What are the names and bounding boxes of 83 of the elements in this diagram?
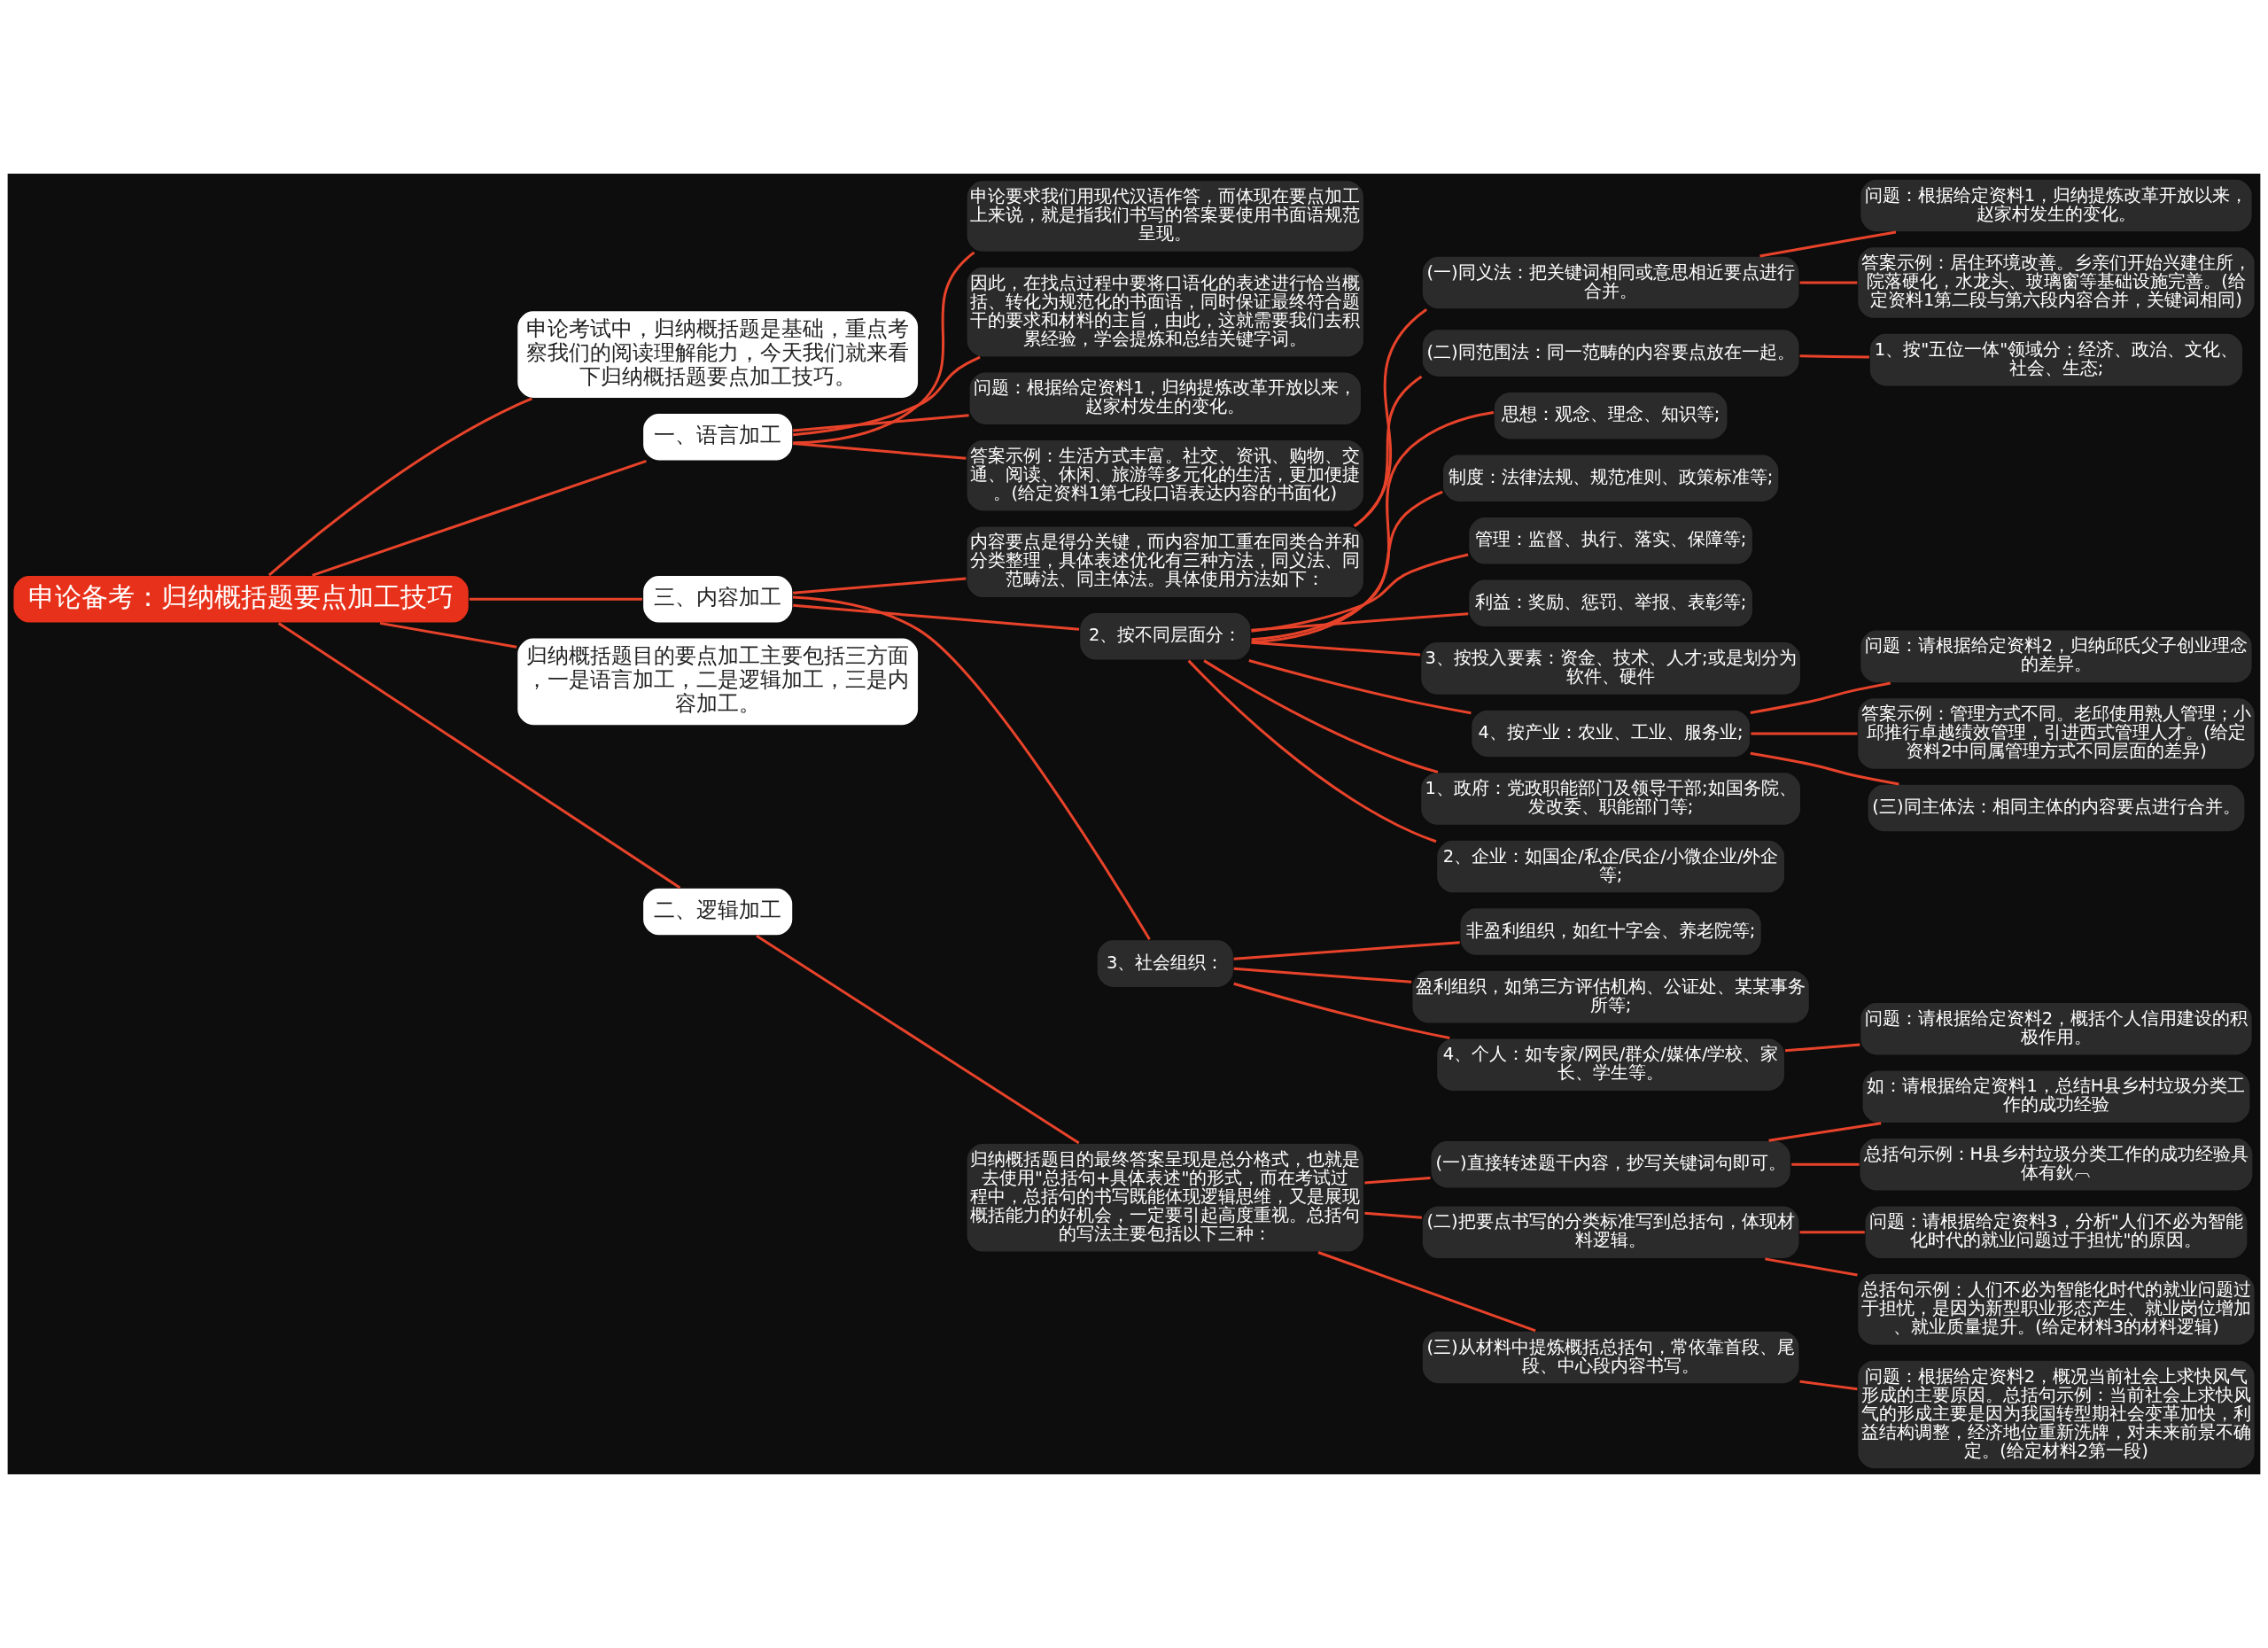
connector bbox=[793, 441, 967, 460]
connector bbox=[1317, 1251, 1536, 1333]
node-box: 4、按产业：农业、工业、服务业; bbox=[1470, 709, 1751, 758]
node-box: 1、政府：党政职能部门及领导干部;如国务院、发改委、职能部门等; bbox=[1419, 771, 1802, 827]
connector bbox=[1768, 1122, 1882, 1142]
connector bbox=[1799, 1231, 1865, 1234]
connector bbox=[1751, 732, 1858, 735]
node-box: (一)直接转述题干内容，抄写关键词句即可。 bbox=[1430, 1139, 1792, 1190]
connector bbox=[1765, 1257, 1858, 1277]
connector bbox=[1750, 681, 1891, 714]
connector bbox=[1784, 1043, 1860, 1053]
node-box: 问题：根据给定资料1，归纳提炼改革开放以来，赵家村发生的变化。 bbox=[968, 370, 1363, 426]
connector bbox=[1251, 553, 1469, 633]
node-box: 答案示例：管理方式不同。老邱使用熟人管理；小邱推行卓越绩效管理，引进西式管理人才。(给定资料2中同属管理方式不同层面的差异) bbox=[1856, 696, 2256, 771]
node-box: 4、个人：如专家/网民/群众/媒体/学校、家长、学生等。 bbox=[1435, 1037, 1786, 1092]
node-box: 制度：法律法规、规范准则、政策标准等; bbox=[1441, 453, 1780, 503]
node-box: 因此，在找点过程中要将口语化的表述进行恰当概括、转化为规范化的书面语，同时保证最终符合题干的要求和材料的主旨，由此，这就需要我们去积累经验，学会提炼和总结关键字词。 bbox=[966, 266, 1365, 358]
node-box: 3、按投入要素：资金、技术、人才;或是划分为软件、硬件 bbox=[1419, 641, 1802, 696]
node-box: 二、逻辑加工 bbox=[641, 887, 794, 937]
connector bbox=[277, 622, 681, 890]
connector bbox=[792, 595, 1151, 941]
connector bbox=[1354, 308, 1428, 527]
node-box: 问题：请根据给定资料2，概括个人信用建设的积极作用。 bbox=[1859, 1001, 2254, 1056]
connector bbox=[1759, 230, 1897, 258]
node-box: 非盈利组织，如红十字会、养老院等; bbox=[1459, 906, 1763, 957]
node-box: (一)同义法：把关键词相同或意思相近要点进行合并。 bbox=[1421, 255, 1800, 310]
node-box: 2、企业：如国企/私企/民企/小微企业/外企等; bbox=[1435, 839, 1786, 894]
connector bbox=[1251, 612, 1469, 632]
connector bbox=[1364, 1176, 1431, 1185]
connector bbox=[756, 935, 1080, 1145]
connector bbox=[1353, 375, 1423, 527]
node-box: 盈利组织，如第三方评估机构、公证处、某某事务所等; bbox=[1410, 969, 1811, 1024]
node-box: 1、按"五位一体"领域分：经济、政治、文化、社会、生态; bbox=[1868, 332, 2244, 387]
node-box: 申论考试中，归纳概括题是基础，重点考察我们的阅读理解能力，今天我们就来看下归纳概括题要点加工技巧。 bbox=[516, 309, 920, 400]
node-box: 问题：请根据给定资料3，分析"人们不必为智能化时代的就业问题过于担忧"的原因。 bbox=[1864, 1205, 2249, 1260]
connector bbox=[793, 414, 969, 432]
node-box: 2、按不同层面分： bbox=[1078, 611, 1252, 662]
connector bbox=[1248, 659, 1472, 715]
connector bbox=[379, 621, 517, 649]
node-box: 问题：请根据给定资料2，归纳邱氏父子创业理念的差异。 bbox=[1859, 629, 2254, 684]
connector bbox=[1364, 1211, 1422, 1219]
connector bbox=[1233, 941, 1460, 960]
connector bbox=[793, 603, 1080, 631]
connector bbox=[1251, 410, 1495, 644]
node-box: 申论要求我们用现代汉语作答，而体现在要点加工上来说，就是指我们书写的答案要使用书面语规范呈现。 bbox=[966, 179, 1365, 253]
connector bbox=[1187, 659, 1437, 843]
node-box: 答案示例：居住环境改善。乡亲们开始兴建住所，院落硬化，水龙头、玻璃窗等基础设施完善。(给定资料1第二段与第六段内容合并，关键词相同) bbox=[1856, 245, 2256, 320]
connector bbox=[1799, 1380, 1858, 1391]
connector bbox=[1791, 1162, 1860, 1166]
node-box: 答案示例：生活方式丰富。社交、资讯、购物、交通、阅读、休闲、旅游等多元化的生活，更加便捷。(给定资料1第七段口语表达内容的书面化) bbox=[966, 439, 1365, 512]
node-box: (三)从材料中提炼概括总括句，常依靠首段、尾段、中心段内容书写。 bbox=[1421, 1330, 1800, 1385]
node-box: 总括句示例：人们不必为智能化时代的就业问题过于担忧，是因为新型职业形态产生、就业岗位增加、就业质量提升。(给定材料3的材料逻辑) bbox=[1856, 1272, 2256, 1347]
node-box: 归纳概括题目的最终答案呈现是总分格式，也就是去使用"总括句+具体表述"的形式，而在考试过程中，总括句的书写既能体现逻辑思维，又是展现概括能力的好机会，一定要引起高度重视。总括句的写法主要包括以下三种： bbox=[966, 1142, 1365, 1254]
connector bbox=[1233, 982, 1450, 1040]
connector bbox=[792, 355, 981, 437]
node-box: 管理：监督、执行、落实、保障等; bbox=[1467, 516, 1754, 566]
node-box: 3、社会组织： bbox=[1096, 938, 1235, 989]
connector bbox=[1799, 281, 1858, 284]
node-box: (三)同主体法：相同主体的内容要点进行合并。 bbox=[1867, 783, 2246, 833]
connector bbox=[1233, 967, 1412, 983]
node-box: (二)同范围法：同一范畴的内容要点放在一起。 bbox=[1421, 328, 1800, 378]
connector bbox=[469, 597, 643, 601]
connector bbox=[312, 459, 647, 577]
connector bbox=[1251, 641, 1421, 657]
node-box: 问题：根据给定资料1，归纳提炼改革开放以来，赵家村发生的变化。 bbox=[1859, 178, 2254, 233]
node-box: 内容要点是得分关键，而内容加工重在同类合并和分类整理，具体表述优化有三种方法，同义法、同范畴法、同主体法。具体使用方法如下： bbox=[966, 525, 1365, 599]
node-box: 归纳概括题目的要点加工主要包括三方面，一是语言加工，二是逻辑加工，三是内容加工。 bbox=[516, 637, 920, 727]
node-box: (二)把要点书写的分类标准写到总括句，体现材料逻辑。 bbox=[1421, 1205, 1800, 1260]
connector bbox=[1750, 751, 1899, 786]
connector bbox=[793, 577, 967, 595]
connector bbox=[1799, 354, 1869, 359]
node-box: 问题：根据给定资料2，概况当前社会上求快风气形成的主要原因。总括句示例：当前社会上求快风气的形成主要是因为我国转型期社会变革加快，利益结构调整，经济地位重新洗牌，对未来前景不确定。(给定材料2第一段) bbox=[1856, 1359, 2256, 1470]
connector bbox=[793, 251, 975, 445]
node-box: 一、语言加工 bbox=[641, 412, 794, 462]
node-box: 如：请根据给定资料1，总结H县乡村垃圾分类工作的成功经验 bbox=[1861, 1069, 2251, 1124]
node-box: 三、内容加工 bbox=[641, 574, 794, 625]
node-box: 思想：观念、理念、知识等; bbox=[1493, 391, 1728, 440]
node-box: 申论备考：归纳概括题要点加工技巧 bbox=[12, 574, 470, 625]
connector bbox=[1203, 659, 1439, 773]
connector bbox=[1251, 490, 1443, 641]
node-box: 总括句示例：H县乡村垃圾分类工作的成功经验具体有鈥︹ bbox=[1859, 1137, 2254, 1193]
node-box: 利益：奖励、惩罚、举报、表彰等; bbox=[1467, 579, 1754, 628]
connector bbox=[268, 397, 532, 577]
